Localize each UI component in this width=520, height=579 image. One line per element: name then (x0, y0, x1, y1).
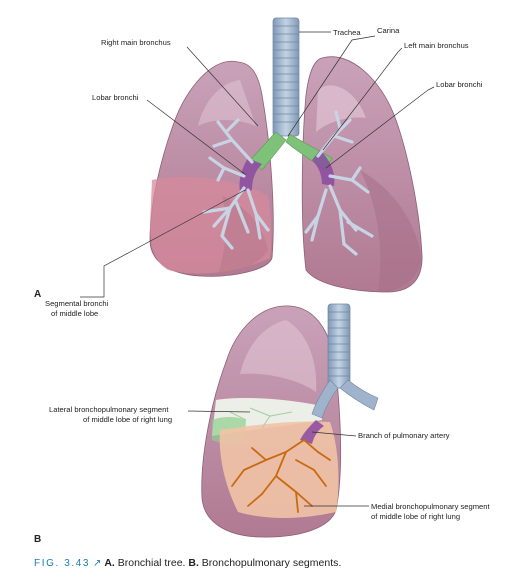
trachea-tube-b (327, 303, 351, 389)
panel-a-leader-lines (80, 31, 435, 298)
right-lower-lobe-shade (218, 196, 268, 274)
lobar-bronchi-label-left: Lobar bronchi (92, 93, 139, 102)
right-lung-highlight (198, 80, 256, 126)
panel-b-leader-lines (187, 410, 369, 507)
left-bronchial-tree (304, 110, 374, 256)
right-lobar-bronchi-shape (239, 158, 262, 192)
panel-b-diagram (201, 303, 379, 538)
caption-a-text: Bronchial tree. (114, 557, 189, 569)
left-main-bronchus-label: Left main bronchus (404, 41, 469, 50)
trachea-rings-b (328, 311, 350, 377)
trachea-label: Trachea (333, 28, 361, 37)
segmental-bronchi-label-line2: of middle lobe (51, 309, 98, 318)
panel-a-diagram (149, 17, 423, 293)
bronchus-left-branch-b (339, 379, 379, 411)
left-lung-highlight (316, 85, 366, 132)
right-bronchial-tree (202, 118, 270, 250)
lateral-segment-label-line2: of middle lobe of right lung (83, 415, 172, 424)
panel-b-letter: B (34, 534, 41, 545)
right-main-bronchus-label: Right main bronchus (101, 38, 171, 47)
medial-segment-label: Medial bronchopulmonary segment (371, 502, 491, 511)
trachea-rings (273, 25, 299, 123)
figure-number: FIG. 3.43 (34, 558, 91, 569)
lateral-segment-vessels (229, 407, 293, 429)
caption-a-letter: A. (104, 557, 115, 569)
upper-lobe-highlight (240, 320, 317, 392)
right-main-bronchus-shape (249, 131, 287, 171)
medial-segment-label-line2: of middle lobe of right lung (371, 512, 460, 521)
carina-label: Carina (377, 26, 400, 35)
external-link-icon[interactable]: ↗︎ (93, 558, 102, 569)
segmental-bronchi-label: Segmental bronchi (45, 299, 109, 308)
medial-segment-artery-tree (231, 439, 331, 513)
figure-caption: FIG. 3.43 ↗︎ A. Bronchial tree. B. Bronc… (34, 557, 514, 569)
pulmonary-artery-branch-label: Branch of pulmonary artery (358, 431, 450, 440)
lobar-bronchi-label-right: Lobar bronchi (436, 80, 483, 89)
caption-b-text: Bronchopulmonary segments. (198, 557, 342, 569)
bronchus-right-branch-b (311, 379, 339, 419)
lateral-segment-label: Lateral bronchopulmonary segment (49, 405, 169, 414)
caption-b-letter: B. (188, 557, 199, 569)
trachea-tube (272, 17, 300, 137)
panel-a-letter: A (34, 289, 41, 300)
left-lower-lobe-shade (360, 170, 422, 292)
